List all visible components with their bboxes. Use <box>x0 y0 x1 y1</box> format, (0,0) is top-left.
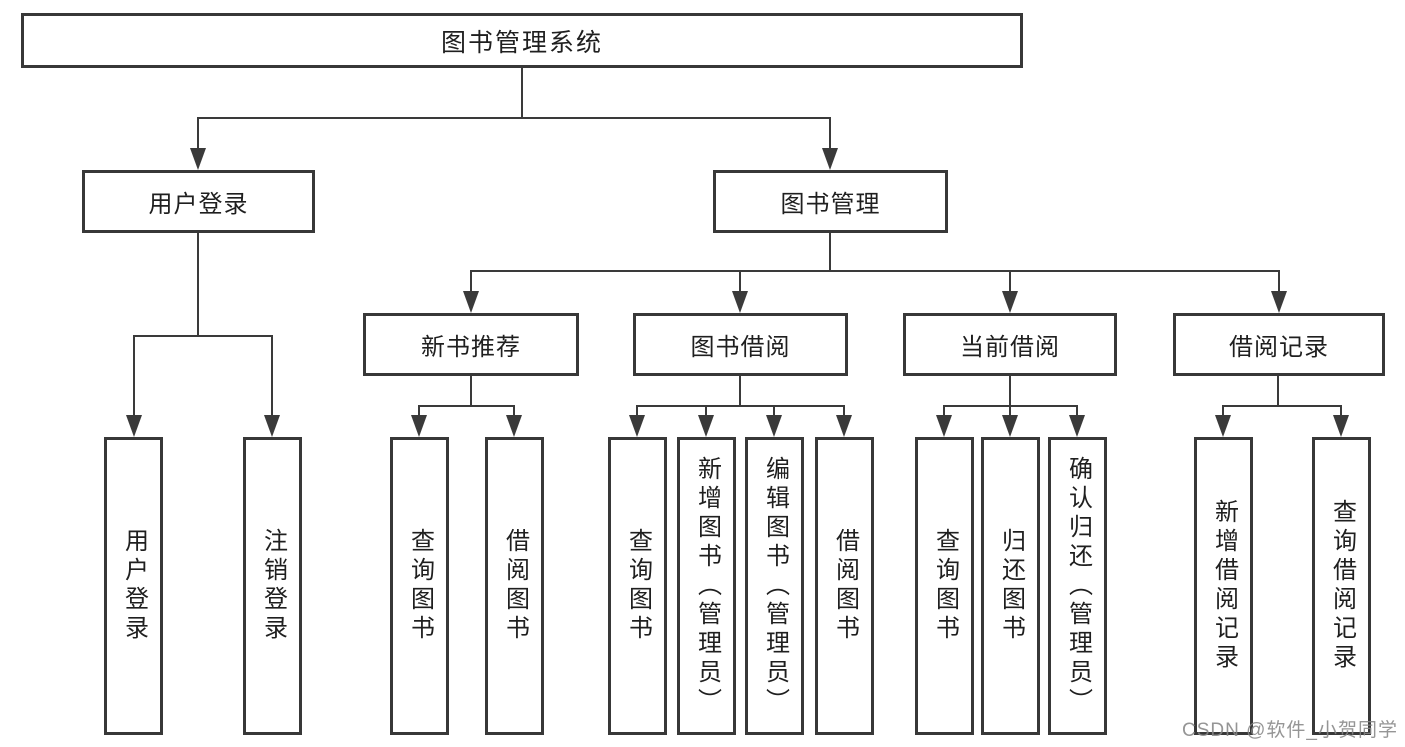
node-leaf-edit-book-admin: 编辑图书（管理员） <box>745 437 804 735</box>
node-leaf-user-login: 用户登录 <box>104 437 163 735</box>
arrow-down-icon <box>1271 291 1287 313</box>
arrow-down-icon <box>1333 415 1349 437</box>
csdn-watermark: CSDN @软件_小贺同学 <box>1182 720 1398 741</box>
arrow-down-icon <box>732 291 748 313</box>
connector-line <box>1277 376 1279 406</box>
arrow-down-icon <box>822 148 838 170</box>
connector-line <box>739 270 741 293</box>
node-leaf-add-book-admin: 新增图书（管理员） <box>677 437 736 735</box>
node-leaf-return-book: 归还图书 <box>981 437 1040 735</box>
connector-line <box>636 405 845 407</box>
arrow-down-icon <box>463 291 479 313</box>
connector-line <box>829 233 831 271</box>
connector-line <box>1009 376 1011 406</box>
node-user-login: 用户登录 <box>82 170 315 233</box>
connector-line <box>705 405 707 417</box>
connector-line <box>829 117 831 150</box>
node-book-management: 图书管理 <box>713 170 948 233</box>
arrow-down-icon <box>126 415 142 437</box>
node-book-borrow: 图书借阅 <box>633 313 848 376</box>
node-leaf-borrow-books: 借阅图书 <box>815 437 874 735</box>
node-borrow-records: 借阅记录 <box>1173 313 1385 376</box>
connector-line <box>197 233 199 336</box>
connector-line <box>943 405 945 417</box>
node-leaf-query-books-borrow: 查询图书 <box>608 437 667 735</box>
connector-line <box>1009 405 1011 417</box>
connector-line <box>521 68 523 118</box>
connector-line <box>1340 405 1342 417</box>
arrow-down-icon <box>190 148 206 170</box>
connector-line <box>843 405 845 417</box>
node-new-book-recommend: 新书推荐 <box>363 313 579 376</box>
arrow-down-icon <box>411 415 427 437</box>
node-leaf-add-borrow-record: 新增借阅记录 <box>1194 437 1253 735</box>
node-leaf-query-books-recommend: 查询图书 <box>390 437 449 735</box>
node-leaf-query-books-current: 查询图书 <box>915 437 974 735</box>
node-leaf-borrow-books-recommend: 借阅图书 <box>485 437 544 735</box>
connector-line <box>133 335 273 337</box>
arrow-down-icon <box>1069 415 1085 437</box>
node-leaf-logout: 注销登录 <box>243 437 302 735</box>
connector-line <box>739 376 741 406</box>
connector-line <box>418 405 515 407</box>
connector-line <box>773 405 775 417</box>
node-root: 图书管理系统 <box>21 13 1023 68</box>
arrow-down-icon <box>1002 415 1018 437</box>
arrow-down-icon <box>1215 415 1231 437</box>
connector-line <box>1076 405 1078 417</box>
connector-line <box>470 270 472 293</box>
arrow-down-icon <box>264 415 280 437</box>
connector-line <box>271 335 273 417</box>
node-leaf-query-borrow-record: 查询借阅记录 <box>1312 437 1371 735</box>
arrow-down-icon <box>766 415 782 437</box>
connector-line <box>197 117 199 150</box>
arrow-down-icon <box>1002 291 1018 313</box>
connector-line <box>1222 405 1342 407</box>
arrow-down-icon <box>629 415 645 437</box>
arrow-down-icon <box>936 415 952 437</box>
node-leaf-confirm-return-admin: 确认归还（管理员） <box>1048 437 1107 735</box>
connector-line <box>133 335 135 417</box>
connector-line <box>1009 270 1011 293</box>
connector-line <box>1278 270 1280 293</box>
arrow-down-icon <box>836 415 852 437</box>
connector-line <box>470 270 1280 272</box>
arrow-down-icon <box>506 415 522 437</box>
connector-line <box>470 376 472 406</box>
connector-line <box>418 405 420 417</box>
connector-line <box>197 117 831 119</box>
connector-line <box>513 405 515 417</box>
arrow-down-icon <box>698 415 714 437</box>
connector-line <box>1222 405 1224 417</box>
connector-line <box>636 405 638 417</box>
node-current-borrow: 当前借阅 <box>903 313 1117 376</box>
